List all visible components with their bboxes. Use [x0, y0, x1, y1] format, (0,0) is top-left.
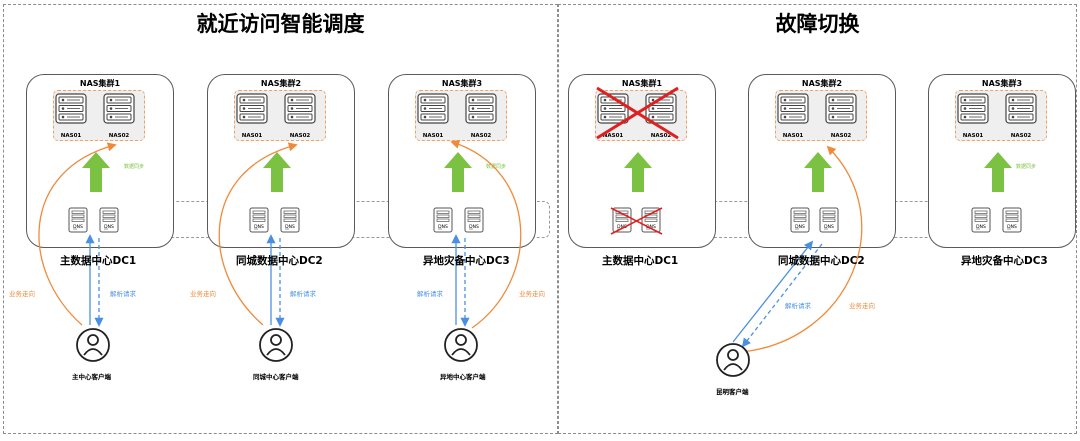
cluster-label: NAS集群1 — [79, 79, 121, 88]
sync-label: 数据同步 — [486, 163, 506, 170]
business-flow-label: 业务走向 — [190, 290, 216, 298]
client-label: 同城中心客户端 — [253, 373, 299, 381]
cluster-label: NAS集群1 — [621, 79, 663, 88]
nas-server-icon — [825, 93, 857, 124]
resolve-request-label: 解析请求 — [785, 302, 811, 310]
client-label: 异地中心客户端 — [440, 373, 486, 381]
panel-failover — [558, 4, 1077, 434]
client-label: 主中心客户端 — [72, 373, 111, 381]
business-flow-line — [38, 142, 117, 326]
sync-arrow-icon — [804, 152, 832, 192]
resolve-request-label: 解析请求 — [417, 290, 443, 298]
dc-label-1: 主数据中心DC1 — [602, 255, 679, 267]
nas-server-icon — [465, 93, 497, 124]
resolve-request-label: 解析请求 — [110, 290, 136, 298]
dns-label: DNS — [824, 224, 834, 230]
resolve-response-line — [741, 243, 823, 348]
failed-cross-icon — [596, 86, 679, 140]
failed-dns-cross-icon — [610, 207, 663, 235]
sync-arrow-icon — [263, 152, 291, 192]
client-icon — [259, 328, 293, 362]
nas-server-icon — [103, 93, 135, 124]
business-flow-line — [741, 145, 863, 353]
cluster-label: NAS集群3 — [981, 79, 1023, 88]
nas-label: NAS02 — [651, 133, 672, 139]
nas-server-icon — [957, 93, 989, 124]
nas-server-icon — [55, 93, 87, 124]
client-icon — [76, 328, 110, 362]
client-icon — [444, 328, 478, 362]
nas-server-icon — [1005, 93, 1037, 124]
nas-label: NAS01 — [963, 133, 984, 139]
sync-label: 数据同步 — [1016, 163, 1036, 170]
dns-label: DNS — [795, 224, 805, 230]
dns-label: DNS — [104, 224, 114, 230]
nas-server-icon — [417, 93, 449, 124]
dns-label: DNS — [1007, 224, 1017, 230]
nas-label: NAS02 — [290, 133, 311, 139]
dns-label: DNS — [976, 224, 986, 230]
nas-server-icon — [284, 93, 316, 124]
nas-server-icon — [777, 93, 809, 124]
dns-label: DNS — [254, 224, 264, 230]
business-flow-line — [218, 142, 298, 326]
business-flow-line — [450, 139, 522, 329]
dc-label-2: 同城数据中心DC2 — [236, 255, 323, 267]
cluster-label: NAS集群2 — [260, 79, 302, 88]
dc-label-2: 同城数据中心DC2 — [778, 255, 865, 267]
sync-arrow-icon — [624, 152, 652, 192]
sync-arrow-icon — [984, 152, 1012, 192]
title-nearest-access: 就近访问智能调度 — [196, 12, 365, 36]
nas-label: NAS01 — [423, 133, 444, 139]
cluster-label: NAS集群3 — [441, 79, 483, 88]
client-icon — [716, 343, 750, 377]
dc-label-3: 异地灾备中心DC3 — [423, 255, 510, 267]
client-label: 昆明客户端 — [716, 388, 749, 396]
dns-label: DNS — [646, 224, 656, 230]
business-flow-label: 业务走向 — [9, 290, 35, 298]
sync-label: 数据同步 — [124, 163, 144, 170]
dns-label: DNS — [438, 224, 448, 230]
nas-label: NAS01 — [783, 133, 804, 139]
resolve-request-line — [732, 240, 814, 343]
nas-label: NAS01 — [61, 133, 82, 139]
nas-label: NAS01 — [603, 133, 624, 139]
nas-label: NAS02 — [109, 133, 130, 139]
nas-label: NAS02 — [831, 133, 852, 139]
nas-server-icon — [236, 93, 268, 124]
dns-label: DNS — [73, 224, 83, 230]
resolve-request-label: 解析请求 — [290, 290, 316, 298]
nas-label: NAS02 — [471, 133, 492, 139]
dns-label: DNS — [469, 224, 479, 230]
business-flow-label: 业务走向 — [519, 290, 545, 298]
panel-nearest-access — [3, 4, 558, 434]
sync-arrow-icon — [444, 152, 472, 192]
dc-label-1: 主数据中心DC1 — [60, 255, 137, 267]
sync-arrow-icon — [82, 152, 110, 192]
title-failover: 故障切换 — [775, 12, 860, 36]
nas-label: NAS01 — [242, 133, 263, 139]
business-flow-label: 业务走向 — [849, 302, 875, 310]
dns-label: DNS — [617, 224, 627, 230]
nas-label: NAS02 — [1011, 133, 1032, 139]
dns-label: DNS — [285, 224, 295, 230]
cluster-label: NAS集群2 — [801, 79, 843, 88]
dc-label-3: 异地灾备中心DC3 — [961, 255, 1048, 267]
